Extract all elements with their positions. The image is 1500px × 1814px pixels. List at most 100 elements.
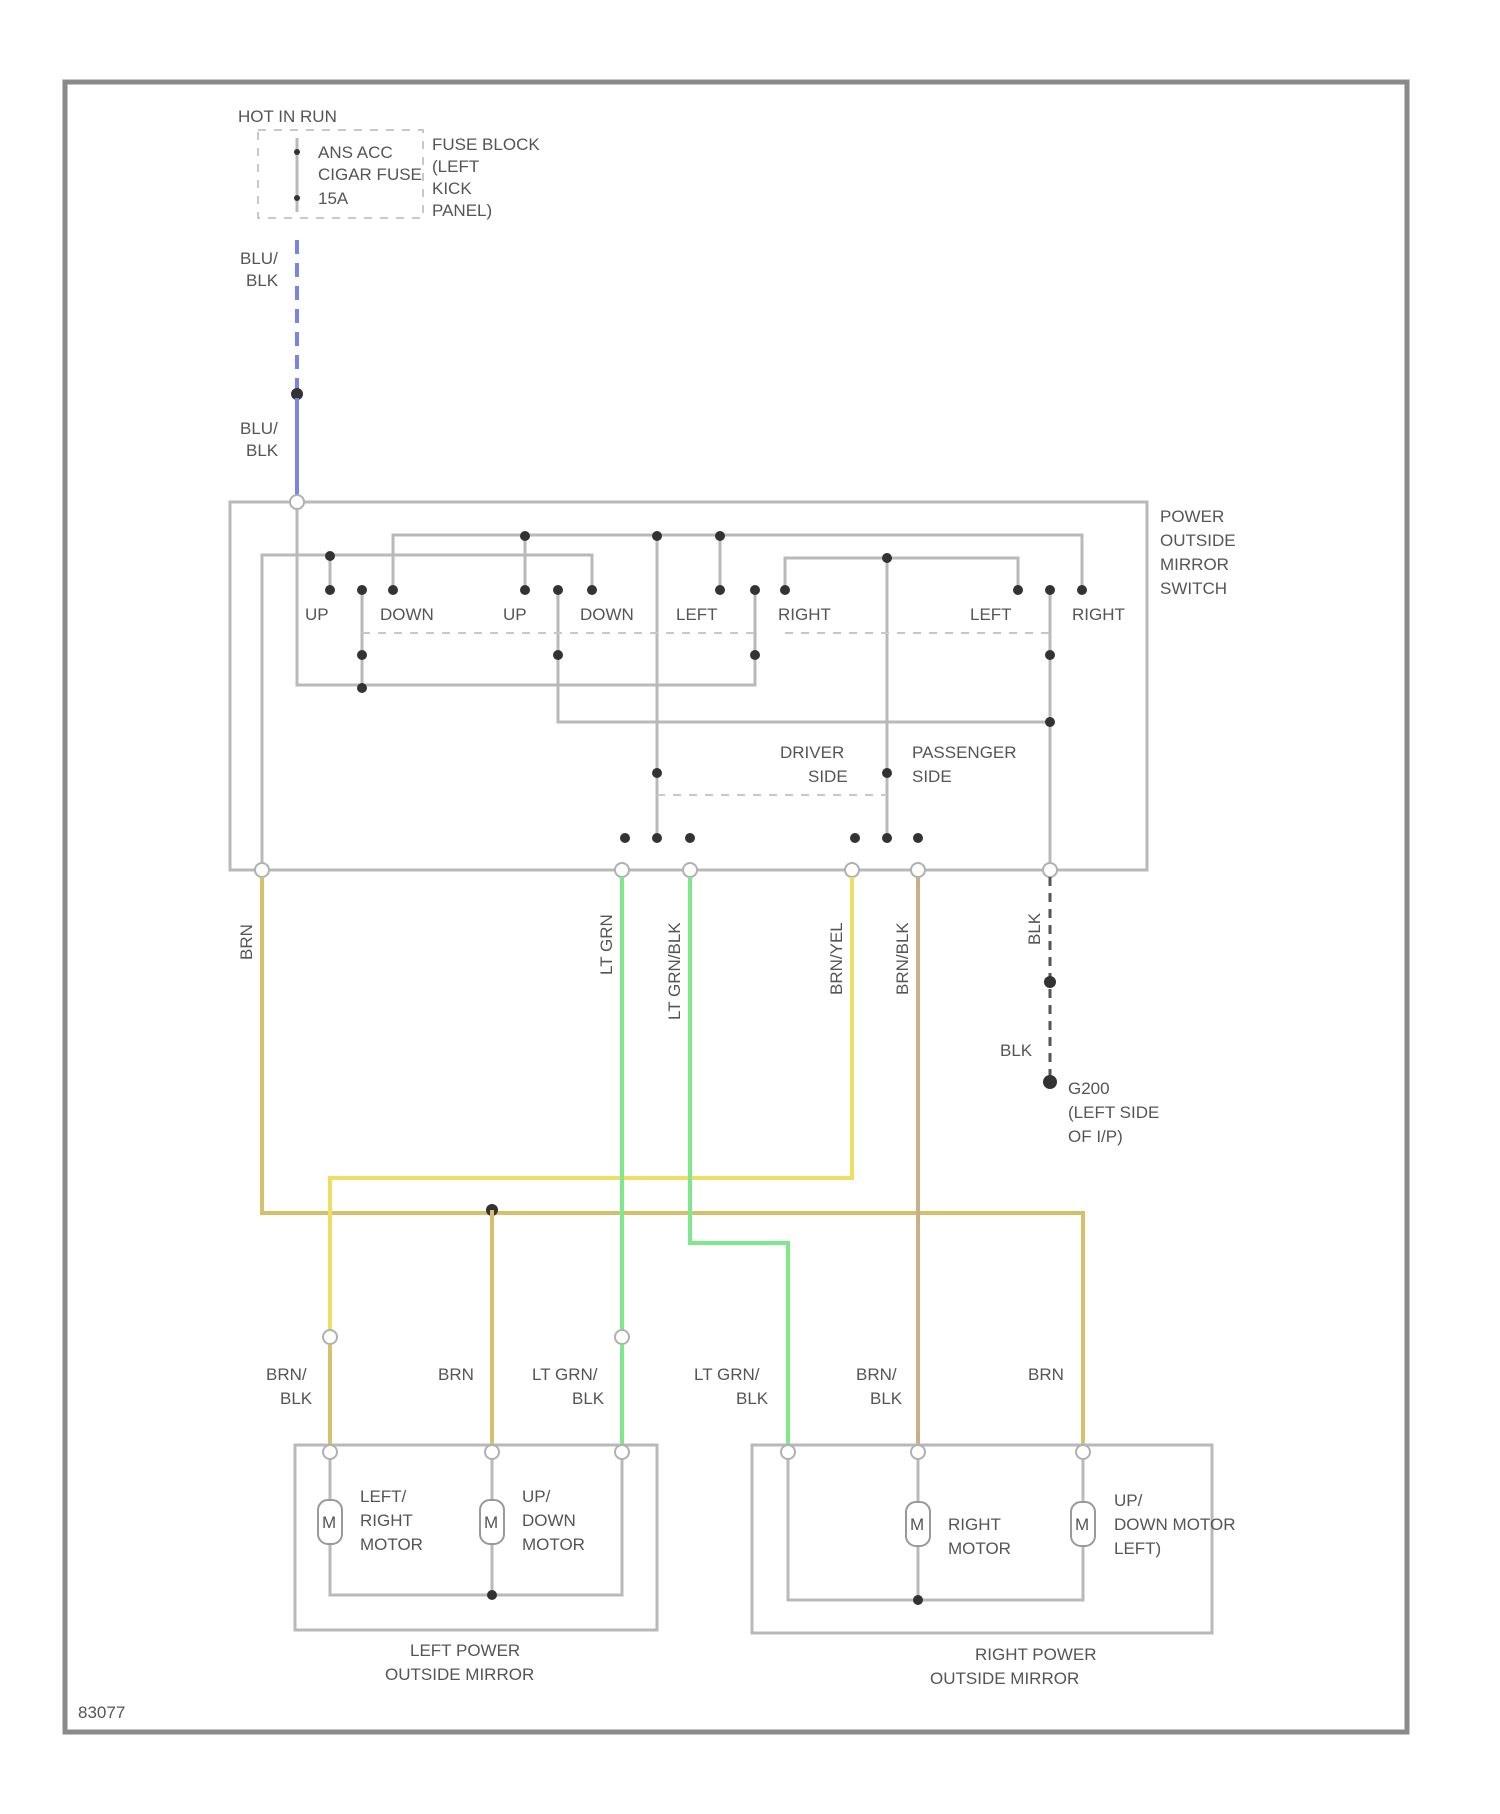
fuse-block-label-3: KICK bbox=[432, 179, 472, 198]
switch-node bbox=[325, 585, 335, 595]
label-blk: BLK bbox=[1025, 912, 1044, 945]
left-mirror-pin bbox=[323, 1445, 337, 1459]
mirror-wire-label-1a: BRN/ bbox=[266, 1365, 307, 1384]
switch-node bbox=[1045, 650, 1055, 660]
mirror-wire-label-2a: BRN bbox=[438, 1365, 474, 1384]
figure-id: 83077 bbox=[78, 1703, 125, 1722]
right-mirror-node bbox=[913, 1595, 923, 1605]
left-motor2-label-3: MOTOR bbox=[522, 1535, 585, 1554]
switch-node bbox=[750, 650, 760, 660]
fuse-block-label-4: PANEL) bbox=[432, 201, 492, 220]
ground-splice bbox=[1044, 976, 1056, 988]
switch-node bbox=[652, 833, 662, 843]
right-mirror-title-2: OUTSIDE MIRROR bbox=[930, 1669, 1079, 1688]
switch-internal-wire-right-bus bbox=[785, 558, 1018, 590]
feed-top-label-1: BLU/ bbox=[240, 249, 278, 268]
switch-node bbox=[882, 768, 892, 778]
mirror-wire-label-3b: BLK bbox=[572, 1389, 605, 1408]
switch-label-left-2: LEFT bbox=[970, 605, 1012, 624]
switch-node bbox=[913, 833, 923, 843]
wire-lt-grn-blk bbox=[690, 877, 788, 1445]
left-motor2-label-2: DOWN bbox=[522, 1511, 576, 1530]
switch-node bbox=[685, 833, 695, 843]
inline-connector bbox=[323, 1330, 337, 1344]
right-motor2-label-3: LEFT) bbox=[1114, 1539, 1161, 1558]
motor-m-glyph: M bbox=[1075, 1515, 1089, 1534]
ground-label-2: (LEFT SIDE bbox=[1068, 1103, 1159, 1122]
switch-node bbox=[520, 585, 530, 595]
motor-m-glyph: M bbox=[484, 1513, 498, 1532]
mirror-wire-label-4b: BLK bbox=[736, 1389, 769, 1408]
switch-node bbox=[553, 585, 563, 595]
label-lt-grn: LT GRN bbox=[597, 914, 616, 975]
right-motor2-label-1: UP/ bbox=[1114, 1491, 1143, 1510]
hot-in-run-label: HOT IN RUN bbox=[238, 107, 337, 126]
passenger-side-label-2: SIDE bbox=[912, 767, 952, 786]
switch-node bbox=[750, 585, 760, 595]
left-mirror-title-2: OUTSIDE MIRROR bbox=[385, 1665, 534, 1684]
switch-pin bbox=[255, 863, 269, 877]
switch-label-up-1: UP bbox=[305, 605, 329, 624]
switch-node bbox=[882, 833, 892, 843]
ground-label-1: G200 bbox=[1068, 1079, 1110, 1098]
diagram-frame bbox=[65, 82, 1407, 1732]
switch-label-right-1: RIGHT bbox=[778, 605, 831, 624]
switch-label-up-2: UP bbox=[503, 605, 527, 624]
right-mirror-pin bbox=[911, 1445, 925, 1459]
switch-pin bbox=[845, 863, 859, 877]
left-mirror-pin bbox=[615, 1445, 629, 1459]
fuse-line2-label: CIGAR FUSE bbox=[318, 165, 422, 184]
switch-pin bbox=[290, 495, 304, 509]
fuse-node-top bbox=[294, 149, 300, 155]
driver-side-label-1: DRIVER bbox=[780, 743, 844, 762]
mirror-wire-label-4a: LT GRN/ bbox=[694, 1365, 760, 1384]
switch-node bbox=[553, 650, 563, 660]
left-mirror-node bbox=[487, 1590, 497, 1600]
mirror-wire-label-5a: BRN/ bbox=[856, 1365, 897, 1384]
switch-node bbox=[652, 531, 662, 541]
mirror-switch: POWER OUTSIDE MIRROR SWITCH bbox=[230, 495, 1236, 877]
switch-node bbox=[1077, 585, 1087, 595]
switch-node bbox=[652, 768, 662, 778]
switch-node bbox=[882, 553, 892, 563]
right-mirror-internal-wire bbox=[788, 1452, 1083, 1600]
fuse-node-bottom bbox=[294, 195, 300, 201]
switch-pin bbox=[911, 863, 925, 877]
right-mirror-pin bbox=[781, 1445, 795, 1459]
switch-node bbox=[388, 585, 398, 595]
motor-m-glyph: M bbox=[322, 1513, 336, 1532]
switch-title-3: MIRROR bbox=[1160, 555, 1229, 574]
switch-node bbox=[1013, 585, 1023, 595]
mirror-wire-label-3a: LT GRN/ bbox=[532, 1365, 598, 1384]
fuse-block-label-2: (LEFT bbox=[432, 157, 479, 176]
switch-node bbox=[357, 650, 367, 660]
switch-label-right-2: RIGHT bbox=[1072, 605, 1125, 624]
label-blk-2: BLK bbox=[1000, 1041, 1033, 1060]
left-mirror-box bbox=[295, 1445, 657, 1630]
switch-node bbox=[620, 833, 630, 843]
feed-wire: BLU/ BLK BLU/ BLK bbox=[240, 240, 303, 500]
left-motor1-label-3: MOTOR bbox=[360, 1535, 423, 1554]
switch-title-1: POWER bbox=[1160, 507, 1224, 526]
right-mirror-title-1: RIGHT POWER bbox=[975, 1645, 1097, 1664]
fuse-name-label: ANS ACC bbox=[318, 143, 393, 162]
left-motor2-label-1: UP/ bbox=[522, 1487, 551, 1506]
right-mirror: M M RIGHT MOTOR UP/ DOWN MOTOR LEFT) RIG… bbox=[752, 1445, 1236, 1688]
right-motor1-label-1: RIGHT bbox=[948, 1515, 1001, 1534]
switch-pin bbox=[1043, 863, 1057, 877]
switch-node bbox=[357, 585, 367, 595]
fuse-block: HOT IN RUN ANS ACC CIGAR FUSE 15A FUSE B… bbox=[238, 107, 540, 220]
mirror-wire-label-5b: BLK bbox=[870, 1389, 903, 1408]
label-brn: BRN bbox=[237, 924, 256, 960]
left-mirror-title-1: LEFT POWER bbox=[410, 1641, 520, 1660]
switch-pin bbox=[615, 863, 629, 877]
switch-node bbox=[715, 531, 725, 541]
switch-internal-wire-brn bbox=[262, 555, 592, 870]
switch-node bbox=[1045, 717, 1055, 727]
inline-connector bbox=[615, 1330, 629, 1344]
ground-label-3: OF I/P) bbox=[1068, 1127, 1123, 1146]
label-brn-yel: BRN/YEL bbox=[827, 922, 846, 995]
feed-bottom-label-2: BLK bbox=[246, 441, 279, 460]
label-lt-grn-blk: LT GRN/BLK bbox=[665, 922, 684, 1020]
